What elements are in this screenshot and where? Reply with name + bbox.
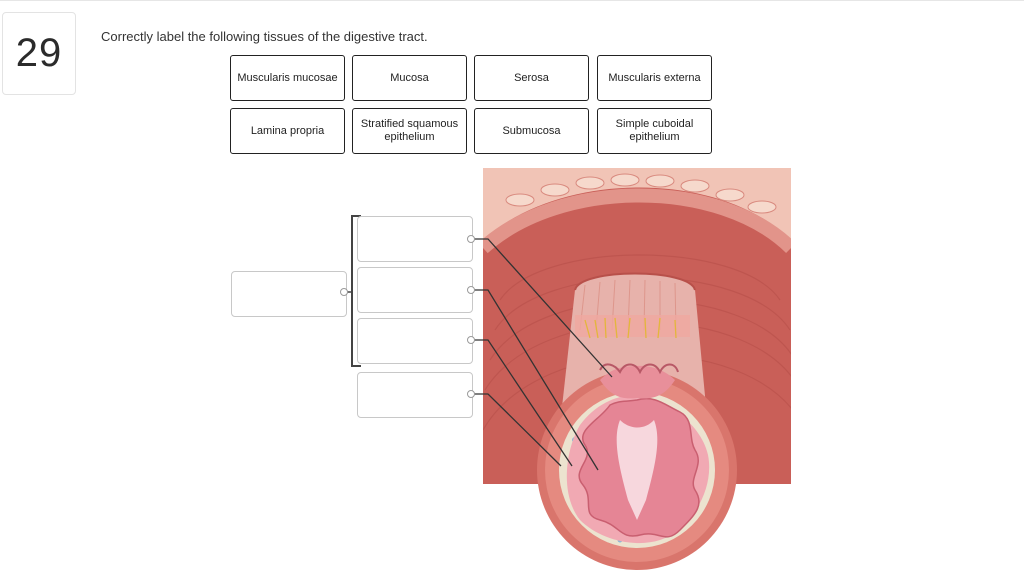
connector-handle bbox=[340, 288, 348, 296]
label-chip-serosa[interactable]: Serosa bbox=[474, 55, 589, 101]
top-divider bbox=[0, 0, 1024, 1]
leader-lines bbox=[472, 238, 613, 471]
label-chip-stratified-squamous-epithelium[interactable]: Stratified squamous epithelium bbox=[352, 108, 467, 154]
label-chip-lamina-propria[interactable]: Lamina propria bbox=[230, 108, 345, 154]
drop-target-4[interactable] bbox=[357, 372, 473, 418]
label-chip-muscularis-mucosae[interactable]: Muscularis mucosae bbox=[230, 55, 345, 101]
drop-target-group-label[interactable] bbox=[231, 271, 347, 317]
connector-handle bbox=[467, 235, 475, 243]
outer-tract-wall bbox=[483, 168, 791, 484]
connector-handle bbox=[467, 390, 475, 398]
label-chip-muscularis-externa[interactable]: Muscularis externa bbox=[597, 55, 712, 101]
label-chip-simple-cuboidal-epithelium[interactable]: Simple cuboidal epithelium bbox=[597, 108, 712, 154]
drop-target-3[interactable] bbox=[357, 318, 473, 364]
label-chip-mucosa[interactable]: Mucosa bbox=[352, 55, 467, 101]
drop-target-1[interactable] bbox=[357, 216, 473, 262]
label-chip-submucosa[interactable]: Submucosa bbox=[474, 108, 589, 154]
question-prompt: Correctly label the following tissues of… bbox=[101, 29, 428, 44]
drop-target-2[interactable] bbox=[357, 267, 473, 313]
tract-cross-section bbox=[537, 272, 737, 570]
question-number-badge: 29 bbox=[2, 12, 76, 95]
connector-handle bbox=[467, 336, 475, 344]
connector-handle bbox=[467, 286, 475, 294]
